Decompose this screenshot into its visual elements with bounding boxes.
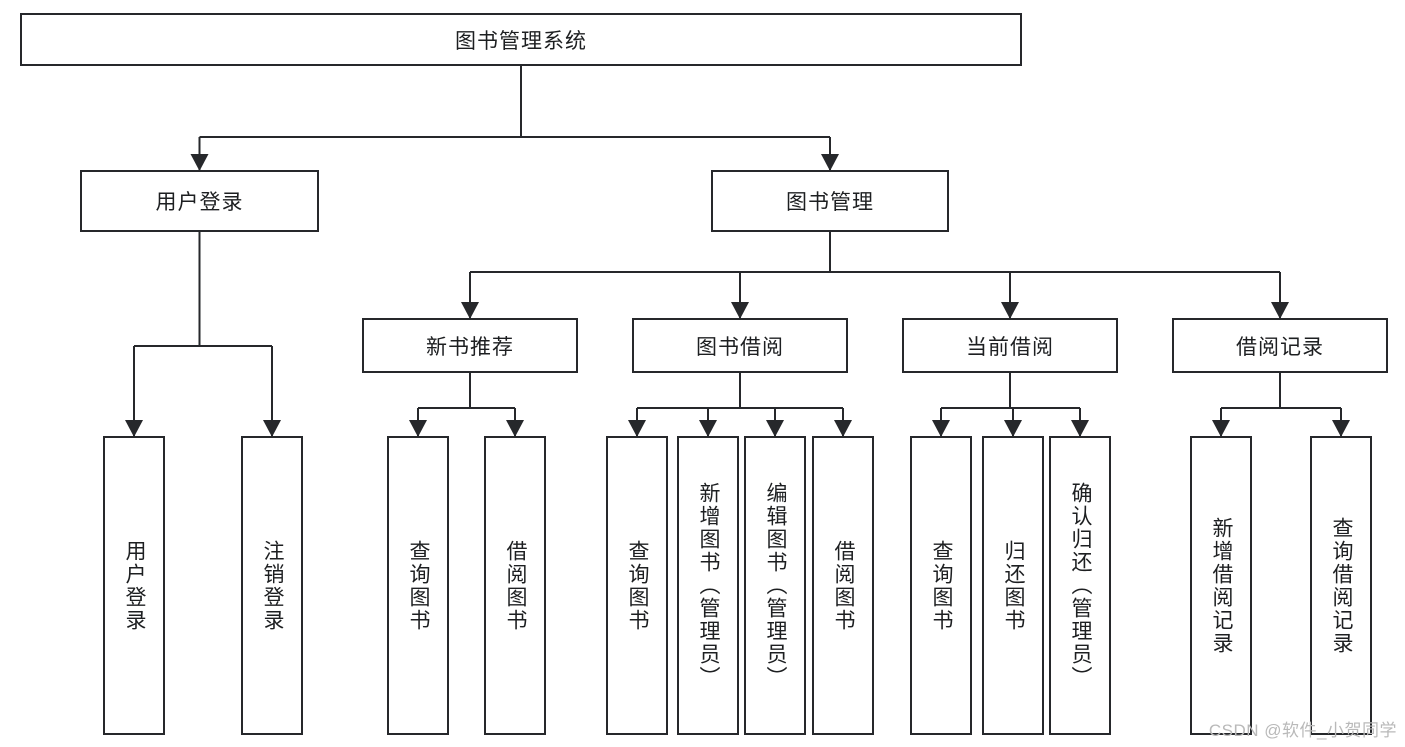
node-bookmgmt[interactable]: 图书管理 [711, 170, 949, 232]
node-label: 用户登录 [155, 191, 244, 214]
node-label: 新书推荐 [426, 335, 514, 359]
node-leaf-1[interactable]: 用户登录 [103, 436, 165, 735]
arrowhead-icon [1071, 420, 1089, 437]
arrowhead-icon [1001, 302, 1019, 319]
arrowhead-icon [1271, 302, 1289, 319]
node-leaf-11[interactable]: 确认归还（管理员） [1049, 436, 1111, 735]
arrowhead-icon [409, 420, 427, 437]
arrowhead-icon [834, 420, 852, 437]
node-label: 借阅图书 [504, 539, 528, 632]
arrowhead-icon [1332, 420, 1350, 437]
node-leaf-10[interactable]: 归还图书 [982, 436, 1044, 735]
node-root[interactable]: 图书管理系统 [20, 13, 1022, 66]
node-label: 归还图书 [1002, 539, 1026, 632]
node-label: 当前借阅 [966, 335, 1054, 359]
arrowhead-icon [506, 420, 524, 437]
node-label: 图书借阅 [696, 335, 784, 359]
node-leaf-8[interactable]: 借阅图书 [812, 436, 874, 735]
arrowhead-icon [190, 154, 209, 171]
node-records[interactable]: 借阅记录 [1172, 318, 1388, 373]
node-label: 用户登录 [123, 539, 147, 632]
node-label: 编辑图书（管理员） [764, 482, 788, 689]
arrowhead-icon [932, 420, 950, 437]
arrowhead-icon [731, 302, 749, 319]
arrowhead-icon [821, 154, 839, 171]
arrowhead-icon [1212, 420, 1230, 437]
arrowhead-icon [699, 420, 717, 437]
arrowhead-icon [1004, 420, 1022, 437]
node-label: 查询图书 [407, 539, 431, 632]
node-label: 新增借阅记录 [1210, 516, 1234, 655]
arrowhead-icon [766, 420, 784, 437]
node-label: 注销登录 [261, 539, 285, 632]
arrowhead-icon [125, 420, 143, 437]
node-leaf-4[interactable]: 借阅图书 [484, 436, 546, 735]
node-leaf-6[interactable]: 新增图书（管理员） [677, 436, 739, 735]
node-label: 查询图书 [626, 539, 650, 632]
node-leaf-2[interactable]: 注销登录 [241, 436, 303, 735]
node-borrow[interactable]: 图书借阅 [632, 318, 848, 373]
node-label: 查询借阅记录 [1330, 516, 1354, 655]
node-label: 图书管理 [786, 191, 874, 214]
node-label: 图书管理系统 [455, 29, 587, 53]
node-label: 借阅图书 [832, 539, 856, 632]
node-leaf-5[interactable]: 查询图书 [606, 436, 668, 735]
node-label: 新增图书（管理员） [697, 482, 721, 689]
arrowhead-icon [263, 420, 281, 437]
node-leaf-7[interactable]: 编辑图书（管理员） [744, 436, 806, 735]
node-login[interactable]: 用户登录 [80, 170, 319, 232]
node-leaf-9[interactable]: 查询图书 [910, 436, 972, 735]
node-label: 查询图书 [930, 539, 954, 632]
arrowhead-icon [461, 302, 479, 319]
node-leaf-3[interactable]: 查询图书 [387, 436, 449, 735]
node-current[interactable]: 当前借阅 [902, 318, 1118, 373]
node-leaf-12[interactable]: 新增借阅记录 [1190, 436, 1252, 735]
node-leaf-13[interactable]: 查询借阅记录 [1310, 436, 1372, 735]
node-newbook[interactable]: 新书推荐 [362, 318, 578, 373]
arrowhead-icon [628, 420, 646, 437]
node-label: 确认归还（管理员） [1069, 482, 1093, 689]
node-label: 借阅记录 [1236, 335, 1324, 359]
